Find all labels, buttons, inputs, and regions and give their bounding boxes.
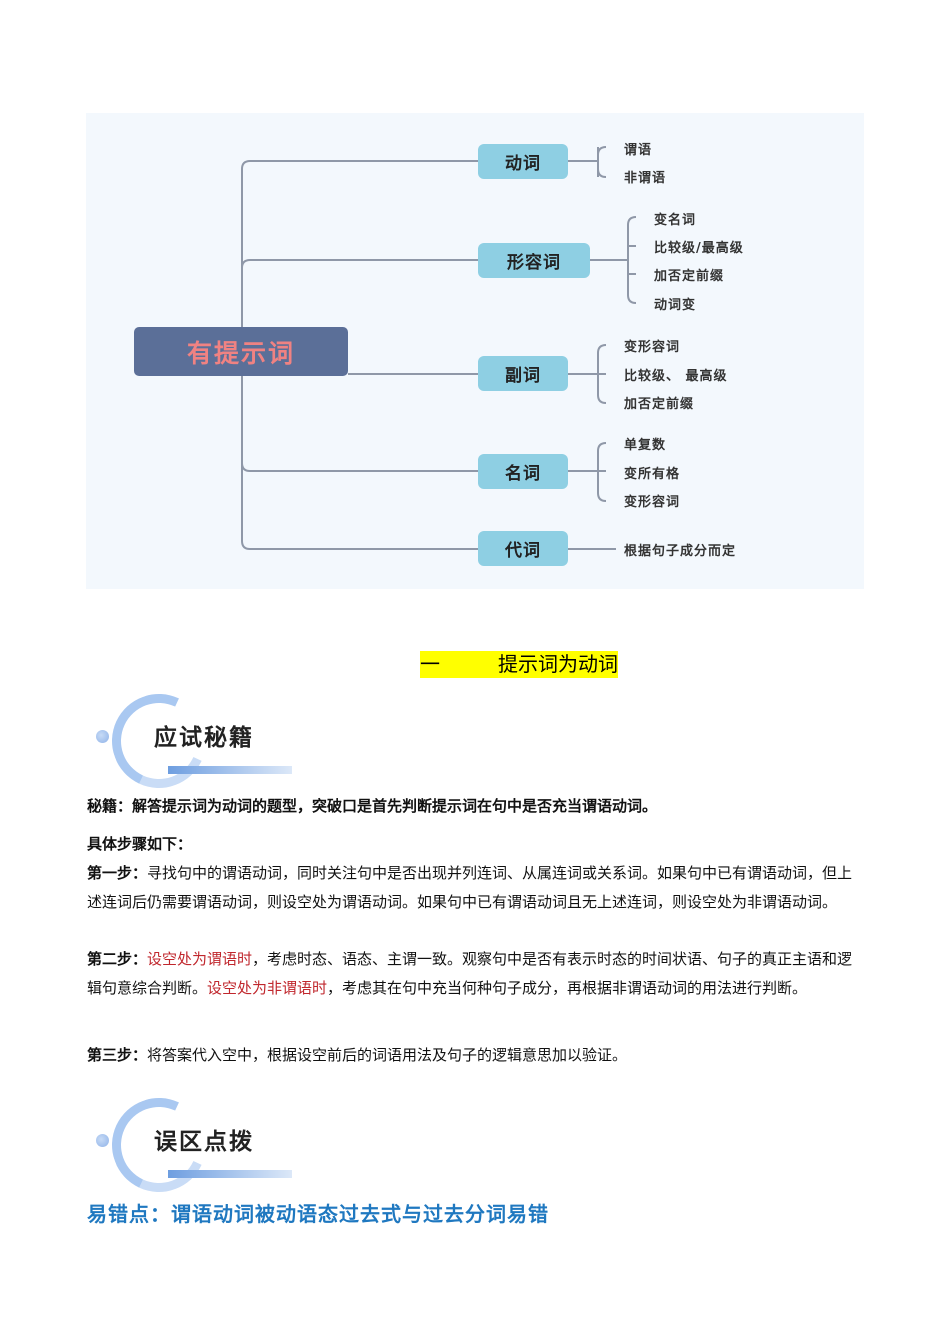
leaf-item: 加否定前缀 [654, 269, 725, 284]
step1-text: 寻找句中的谓语动词，同时关注句中是否出现并列连词、从属连词或关系词。如果句中已有… [87, 864, 853, 911]
section-title: 提示词为动词 [498, 652, 618, 676]
step1-paragraph: 第一步：寻找句中的谓语动词，同时关注句中是否出现并列连词、从属连词或关系词。如果… [87, 859, 867, 917]
leaf-item: 谓语 [624, 143, 653, 158]
badge-label: 应试秘籍 [154, 725, 254, 751]
step3-text: 将答案代入空中，根据设空前后的词语用法及句子的逻辑意思加以验证。 [147, 1046, 628, 1064]
badge-dot-icon [96, 1134, 109, 1147]
branch-verb: 动词 [478, 144, 568, 179]
branch-noun: 名词 [478, 454, 568, 489]
step3-paragraph: 第三步：将答案代入空中，根据设空前后的词语用法及句子的逻辑意思加以验证。 [87, 1041, 867, 1070]
branch-adverb: 副词 [478, 356, 568, 391]
step2-label: 第二步： [87, 950, 148, 968]
mind-map-image: 有提示词 动词 谓语 非谓语 形容词 变名词 比较级/最高级 加否定前缀 动词变… [86, 113, 864, 589]
step2-highlight-nonpredicate: 设空处为非谓语时 [207, 979, 328, 997]
step1-label: 第一步： [87, 864, 148, 882]
leaf-item: 动词变 [654, 298, 697, 313]
secret-paragraph: 秘籍：解答提示词为动词的题型，突破口是首先判断提示词在句中是否充当谓语动词。 [87, 792, 867, 821]
leaf-item: 非谓语 [624, 171, 667, 186]
badge-dot-icon [96, 730, 109, 743]
leaf-item: 加否定前缀 [624, 397, 695, 412]
step2-text2: ，考虑其在句中充当何种句子成分，再根据非谓语动词的用法进行判断。 [327, 979, 808, 997]
mind-map-root-node: 有提示词 [134, 327, 348, 376]
section-number: 一 [420, 652, 440, 676]
steps-intro-text: 具体步骤如下： [87, 835, 193, 853]
steps-intro: 具体步骤如下： [87, 830, 867, 859]
error-point-heading: 易错点：谓语动词被动语态过去式与过去分词易错 [87, 1202, 549, 1226]
section-heading: 一 提示词为动词 [420, 651, 618, 678]
badge-exam-tips: 应试秘籍 [88, 680, 298, 802]
step2-text1: ，考虑时态、语态、主谓一致。观察句中是否有表示时态的时间状语、句子的真正主语和逻… [87, 950, 853, 997]
mind-map-connectors [241, 146, 637, 550]
badge-underline [168, 766, 292, 774]
leaf-item: 变形容词 [624, 340, 681, 355]
badge-underline [168, 1170, 292, 1178]
branch-adjective: 形容词 [478, 243, 590, 278]
leaf-item: 变所有格 [624, 467, 681, 482]
leaf-item: 变名词 [654, 213, 697, 228]
leaf-item: 比较级/最高级 [654, 241, 744, 256]
step3-label: 第三步： [87, 1046, 148, 1064]
badge-label: 误区点拨 [154, 1129, 254, 1155]
leaf-item: 比较级、 最高级 [624, 369, 728, 384]
branch-pronoun: 代词 [478, 531, 568, 566]
leaf-item: 变形容词 [624, 495, 681, 510]
secret-label: 秘籍： [87, 797, 133, 815]
step2-paragraph: 第二步：设空处为谓语时，考虑时态、语态、主谓一致。观察句中是否有表示时态的时间状… [87, 945, 867, 1003]
leaf-item: 根据句子成分而定 [624, 544, 737, 559]
badge-common-mistakes: 误区点拨 [88, 1084, 298, 1206]
leaf-item: 单复数 [624, 438, 667, 453]
step2-highlight-predicate: 设空处为谓语时 [147, 950, 253, 968]
secret-text: 解答提示词为动词的题型，突破口是首先判断提示词在句中是否充当谓语动词。 [132, 797, 658, 815]
